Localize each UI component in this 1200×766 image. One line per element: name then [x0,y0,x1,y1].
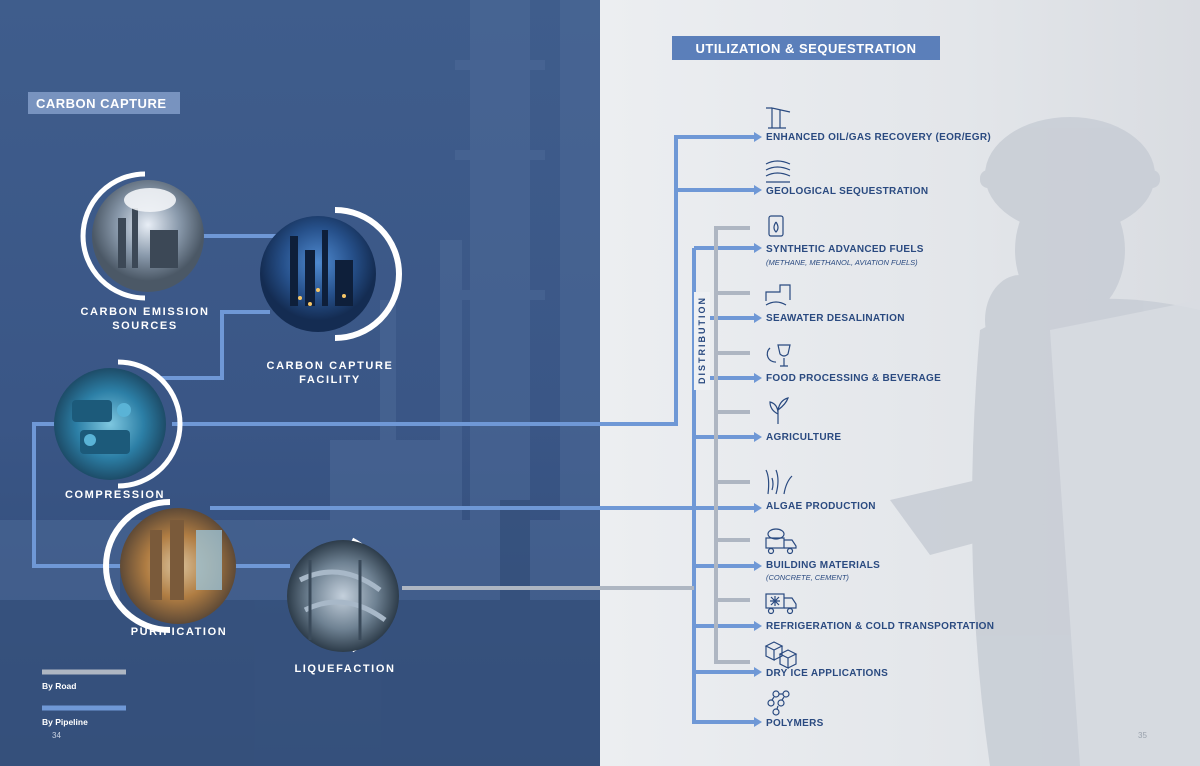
compression-node [54,359,183,489]
left-page-background [0,0,600,766]
sprout-icon [769,397,789,424]
carbon-emission-label-line1: CARBON EMISSION [80,306,210,318]
dest-food-processing: FOOD PROCESSING & BEVERAGE [766,373,942,384]
page-number-right: 35 [1138,731,1147,740]
dest-algae-production: ALGAE PRODUCTION [766,501,876,512]
legend-pipeline-label: By Pipeline [42,717,88,727]
road-trunk [714,226,750,664]
carbon-emission-node [80,171,204,301]
dest-refrigeration: REFRIGERATION & COLD TRANSPORTATION [766,621,995,632]
fuel-barrel-icon [768,215,784,237]
desalination-icon [765,284,791,306]
dest-geological-sequestration: GEOLOGICAL SEQUESTRATION [766,186,929,197]
compression-label: COMPRESSION [64,489,166,501]
ice-cubes-icon [764,641,798,669]
pipe-capture-compression [160,310,270,380]
molecule-icon [767,690,790,716]
carbon-emission-label: CARBON EMISSION SOURCES [70,305,220,333]
page-number-left: 34 [52,731,61,740]
liquefaction-node [287,537,399,653]
wine-glass-icon [766,344,791,367]
dest-agriculture: AGRICULTURE [766,432,842,443]
legend-road-label: By Road [42,681,77,691]
dest-synthetic-fuels: SYNTHETIC ADVANCED FUELS [766,244,924,255]
carbon-capture-title: CARBON CAPTURE [28,92,180,114]
carbon-emission-label-line2: SOURCES [112,320,178,332]
pipe-to-eor [172,135,754,426]
cement-truck-icon [765,528,797,555]
carbon-capture-node [260,207,402,341]
dest-building-materials-sub: (CONCRETE, CEMENT) [766,573,849,582]
carbon-capture-label: CARBON CAPTURE FACILITY [255,359,405,387]
dest-polymers: POLYMERS [766,718,824,729]
engineer-silhouette [890,117,1200,766]
utilization-sequestration-title: UTILIZATION & SEQUESTRATION [672,36,940,60]
dest-synthetic-fuels-sub: (METHANE, METHANOL, AVIATION FUELS) [766,258,918,267]
distribution-trunk [692,248,754,724]
liquefaction-label: LIQUEFACTION [294,663,396,675]
refinery-silhouette [0,0,600,766]
purification-label: PURIFICATION [130,626,228,638]
purification-node [103,499,236,633]
dest-building-materials: BUILDING MATERIALS [766,560,881,571]
pipe-compression-purification [32,422,125,568]
dest-dry-ice: DRY ICE APPLICATIONS [766,668,889,679]
dest-eor: ENHANCED OIL/GAS RECOVERY (EOR/EGR) [766,132,991,143]
dest-seawater-desalination: SEAWATER DESALINATION [766,313,905,324]
refrigerated-truck-icon [765,593,797,615]
oil-pump-icon [766,107,791,129]
carbon-capture-label-line1: CARBON CAPTURE [266,360,394,372]
carbon-capture-label-line2: FACILITY [299,374,361,386]
rock-layers-icon [765,160,791,183]
algae-icon [765,469,793,495]
